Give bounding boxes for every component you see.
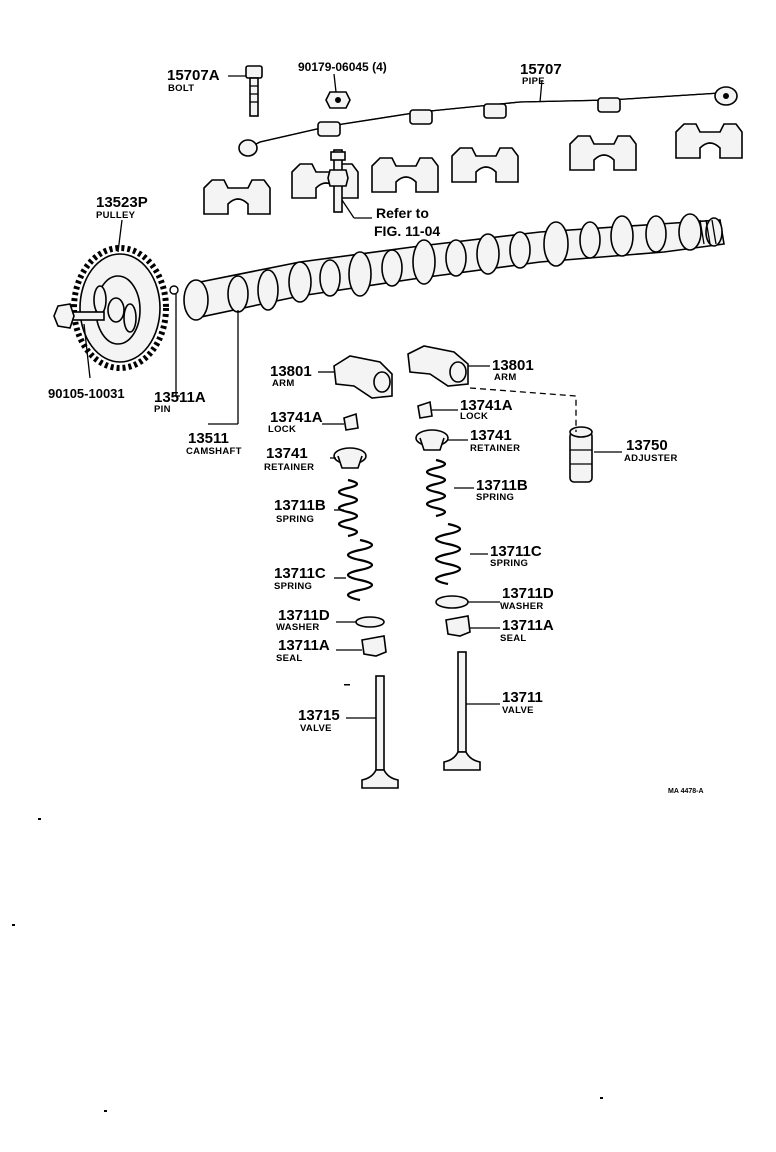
- spring-c-right-name: SPRING: [490, 558, 528, 569]
- labels: 15707A BOLT 90179-06045 (4) 15707 PIPE 1…: [48, 60, 704, 795]
- spring-b-right-number: 13711B: [476, 477, 528, 494]
- lock-left-number: 13741A: [270, 409, 323, 426]
- camshaft-drawing: [183, 213, 725, 321]
- stud-drawing: [327, 149, 372, 219]
- camshaft-name: CAMSHAFT: [186, 446, 242, 457]
- valve-exhaust-name: VALVE: [300, 723, 332, 734]
- pulley-drawing: [53, 245, 179, 371]
- washer-right-number: 13711D: [502, 585, 554, 602]
- pipe-number: 15707: [520, 61, 562, 78]
- pulley-bolt-number: 90105-10031: [48, 386, 125, 401]
- spring-b-right-name: SPRING: [476, 492, 514, 503]
- spring-c-right-drawing: [434, 522, 462, 586]
- seal-left-drawing: [361, 635, 387, 657]
- seal-left-number: 13711A: [278, 637, 330, 654]
- pulley-number: 13523P: [96, 194, 148, 211]
- arm-right-drawing: [407, 345, 469, 387]
- nut-number: 90179-06045 (4): [298, 60, 387, 74]
- washer-right-name: WASHER: [500, 601, 544, 612]
- scan-specks: [12, 684, 603, 1112]
- seal-right-name: SEAL: [500, 633, 527, 644]
- seal-left-name: SEAL: [276, 653, 303, 664]
- washer-left-drawing: [355, 616, 385, 628]
- valve-intake-number: 13711: [502, 689, 543, 706]
- camshaft-number: 13511: [188, 430, 229, 447]
- retainer-left-name: RETAINER: [264, 462, 314, 473]
- spring-c-right-number: 13711C: [490, 543, 542, 560]
- arm-right-name: ARM: [494, 372, 517, 383]
- retainer-right-number: 13741: [470, 427, 512, 444]
- reference-line2: FIG. 11-04: [374, 223, 440, 239]
- pulley-name: PULLEY: [96, 210, 136, 221]
- retainer-left-number: 13741: [266, 445, 308, 462]
- bolt-drawing: [245, 65, 263, 117]
- adjuster-number: 13750: [626, 437, 668, 454]
- spring-c-left-number: 13711C: [274, 565, 326, 582]
- pipe-name: PIPE: [522, 76, 545, 87]
- spring-c-left-drawing: [346, 538, 374, 602]
- spring-b-right-drawing: [425, 458, 447, 518]
- bearing-caps-drawing: [203, 123, 743, 215]
- arm-left-name: ARM: [272, 378, 295, 389]
- washer-left-number: 13711D: [278, 607, 330, 624]
- reference-line1: Refer to: [376, 205, 429, 221]
- arm-left-number: 13801: [270, 363, 312, 380]
- washer-right-drawing: [435, 595, 469, 609]
- bolt-name: BOLT: [168, 83, 194, 94]
- lock-left-drawing: [343, 412, 359, 431]
- leader-lines: [83, 73, 622, 719]
- arm-right-number: 13801: [492, 357, 534, 374]
- seal-right-drawing: [445, 615, 471, 637]
- spring-c-left-name: SPRING: [274, 581, 312, 592]
- valve-intake-drawing: [443, 651, 481, 771]
- spring-b-left-number: 13711B: [274, 497, 326, 514]
- washer-left-name: WASHER: [276, 622, 320, 633]
- lock-right-drawing: [417, 400, 433, 419]
- lock-right-name: LOCK: [460, 411, 488, 422]
- bolt-number: 15707A: [167, 67, 220, 84]
- spring-b-left-drawing: [337, 478, 359, 538]
- pin-name: PIN: [154, 404, 171, 415]
- lock-right-number: 13741A: [460, 397, 513, 414]
- pipe-drawing: [238, 86, 738, 157]
- nut-drawing: [325, 91, 351, 109]
- lock-left-name: LOCK: [268, 424, 296, 435]
- retainer-left-drawing: [333, 447, 367, 469]
- valve-intake-name: VALVE: [502, 705, 534, 716]
- pin-number: 13511A: [154, 389, 206, 406]
- valve-exhaust-drawing: [361, 675, 399, 789]
- arm-left-drawing: [333, 355, 393, 399]
- spring-b-left-name: SPRING: [276, 514, 314, 525]
- adjuster-drawing: [569, 426, 593, 483]
- retainer-right-name: RETAINER: [470, 443, 520, 454]
- valve-exhaust-number: 13715: [298, 707, 340, 724]
- retainer-right-drawing: [415, 429, 449, 451]
- adjuster-name: ADJUSTER: [624, 453, 678, 464]
- seal-right-number: 13711A: [502, 617, 554, 634]
- figure-code: MA 4478-A: [668, 788, 704, 795]
